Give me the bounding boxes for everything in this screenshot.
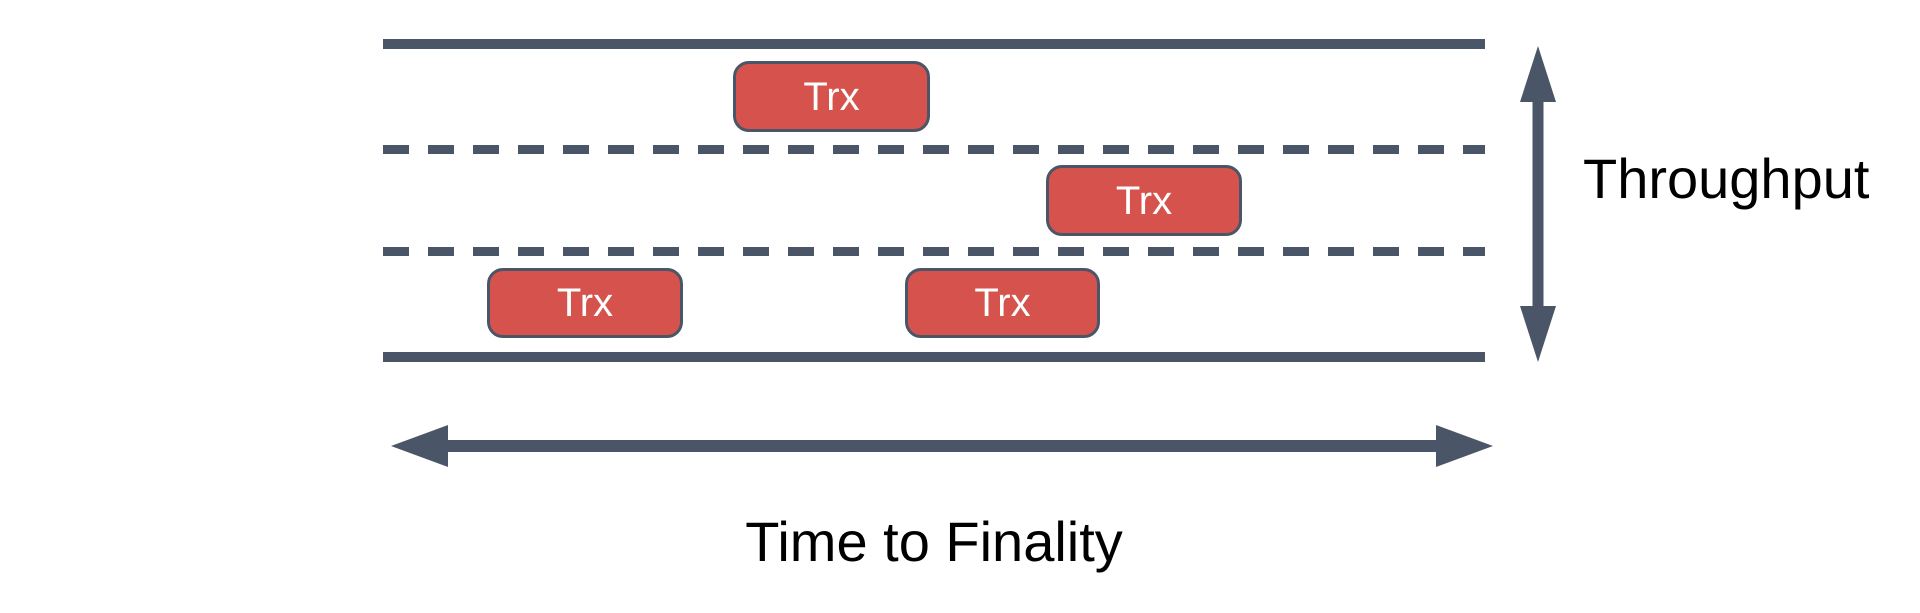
time-to-finality-label: Time to Finality (745, 510, 1123, 573)
throughput-double-arrow-icon (1520, 46, 1556, 362)
trx-box-bottom-lane-right: Trx (905, 268, 1100, 338)
road-bottom-line (383, 352, 1485, 362)
trx-box-top-lane: Trx (733, 61, 930, 132)
throughput-label: Throughput (1583, 147, 1870, 210)
trx-box-middle-lane: Trx (1046, 165, 1242, 236)
road-top-line (383, 39, 1485, 49)
trx-label: Trx (1115, 178, 1173, 223)
lane-divider-lower (383, 247, 1485, 256)
trx-label: Trx (974, 281, 1031, 325)
trx-label: Trx (556, 281, 614, 325)
trx-box-bottom-lane-left: Trx (487, 268, 683, 338)
trx-label: Trx (803, 74, 860, 119)
time-to-finality-double-arrow-icon (391, 425, 1493, 467)
lane-divider-upper (383, 145, 1485, 154)
